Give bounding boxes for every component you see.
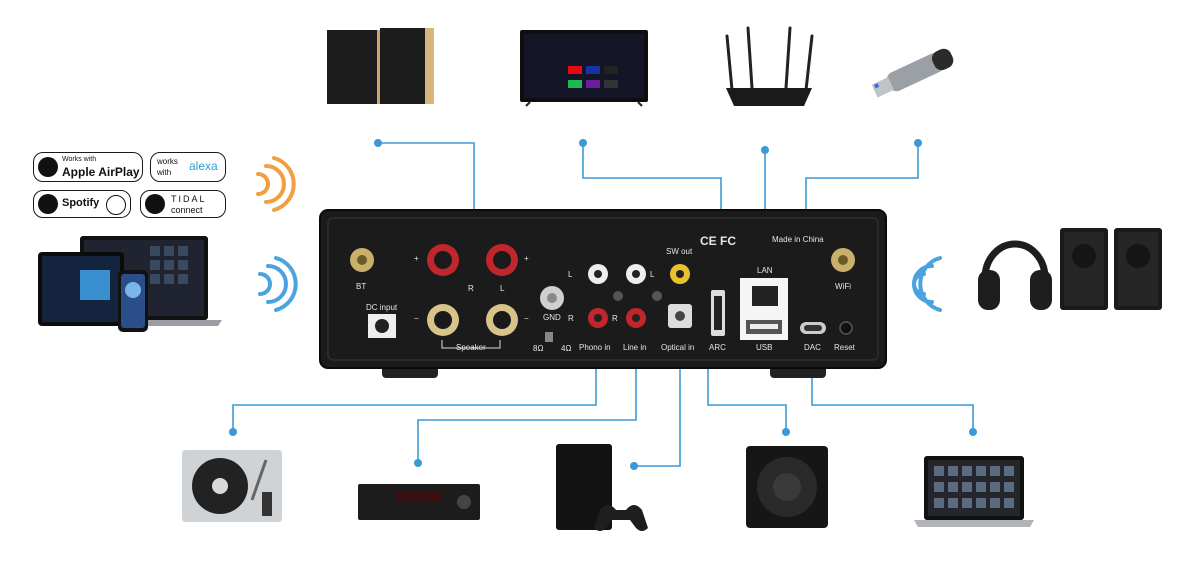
speaker-r-label: R [468,284,474,293]
tidal-bottom-text: connect [171,205,203,215]
alexa-brand-text: alexa [189,159,218,173]
usb-drive-icon [871,48,954,98]
laptop-tablet-phone-icon [38,236,222,332]
wireless-left-icon [258,256,298,312]
gnd-label: GND [543,313,561,322]
airplay-badge: Works with Apple AirPlay [33,152,143,182]
alexa-badge: works with alexa [150,152,226,182]
bt-label: BT [356,282,367,291]
reset-label: Reset [834,343,855,352]
spotify-icon [38,194,58,214]
rca-jacks [588,264,690,328]
turntable-icon [182,450,282,522]
sw-out-label: SW out [666,247,693,256]
tidal-icon [145,194,165,214]
plus-label-1: + [414,254,419,263]
cd-player-icon [358,484,480,520]
airplay-small-text: Works with [62,156,97,163]
plus-label-2: + [524,254,529,263]
impedance-switch [545,332,553,342]
arc-label: ARC [709,343,726,352]
usb-label: USB [756,343,773,352]
airplay-icon [38,157,58,177]
ohm4-label: 4Ω [561,344,572,353]
bookshelf-speakers-icon [327,28,434,104]
wireless-signal-icon [256,156,296,212]
rca-l-label-1: L [568,270,573,279]
subwoofer-icon [746,446,828,528]
alexa-works-text: works [157,157,178,166]
router-icon [725,26,814,106]
rca-l-label-2: L [650,270,655,279]
spotify-badge: Spotify [33,190,131,218]
cable-cd-player [417,340,637,463]
minus-label-1: − [414,314,419,323]
computer-speakers-icon [1060,228,1162,310]
dac-label: DAC [804,343,821,352]
speaker-terminals [427,244,518,336]
made-in-china-label: Made in China [772,235,824,244]
cable-console [634,340,681,467]
wifi-label: WiFi [835,282,851,291]
optical-in-label: Optical in [661,343,695,352]
line-in-label: Line in [623,343,647,352]
game-console-icon [556,444,648,531]
dc-input-label: DC input [366,303,398,312]
alexa-with-text: with [157,168,172,177]
lan-label: LAN [757,266,773,275]
rca-r-label-1: R [568,314,574,323]
minus-label-2: − [524,314,529,323]
reset-button [839,321,853,335]
cable-turntable [232,340,597,432]
speaker-label: Speaker [456,343,486,352]
cable-dots [229,139,977,470]
laptop-bottom-icon [914,456,1034,527]
rca-r-label-2: R [612,314,618,323]
ce-fc-mark: CE FC [700,234,736,248]
headphones-icon [978,240,1052,310]
wireless-right-icon [912,256,942,312]
tidal-badge: TIDAL connect [140,190,226,218]
airplay-big-text: Apple AirPlay [62,165,140,179]
phono-in-label: Phono in [579,343,611,352]
tidal-top-text: TIDAL [171,194,207,204]
speaker-connect-icon [106,195,126,215]
speaker-l-label: L [500,284,505,293]
amplifier-back-panel [319,209,887,378]
spotify-text: Spotify [62,197,100,209]
tv-icon [520,30,648,107]
ohm8-label: 8Ω [533,344,544,353]
